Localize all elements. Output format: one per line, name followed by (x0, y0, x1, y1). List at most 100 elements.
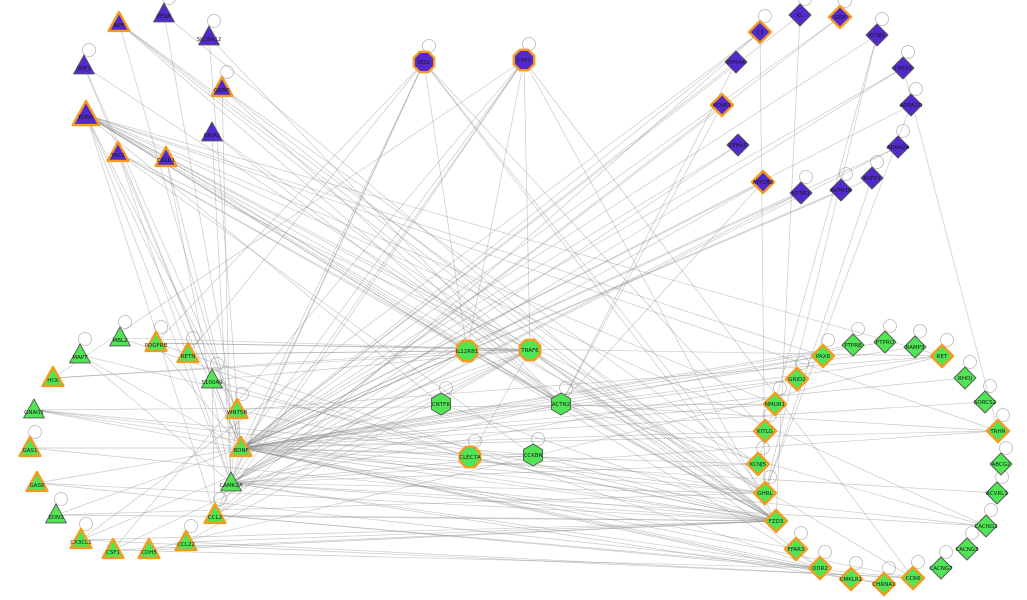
node-kl[interactable]: KL (788, 3, 812, 27)
edge (230, 104, 723, 484)
triangle-node-shape (71, 99, 101, 127)
edge (85, 114, 238, 411)
node-retn[interactable]: RETN (176, 341, 200, 364)
node-adra2a[interactable]: ADRA2A (886, 135, 910, 159)
node-npy[interactable]: NPY (107, 10, 131, 33)
node-ret[interactable]: RET (929, 343, 955, 369)
node-il12rb1[interactable]: IL12RB1 (455, 339, 479, 363)
edge (117, 152, 531, 351)
node-tac1[interactable]: TAC1 (106, 140, 130, 163)
edge (240, 378, 798, 449)
node-gas1[interactable]: GAS1 (18, 435, 42, 458)
self-loop-edge (913, 324, 927, 338)
node-gria1[interactable]: GRIA1 (201, 121, 223, 142)
node-wif1[interactable]: WIF1 (73, 54, 95, 75)
node-ptprb[interactable]: PTPRB (841, 333, 865, 357)
edge (230, 463, 759, 484)
node-kcnb1[interactable]: KCNB1 (709, 92, 735, 118)
node-irs1[interactable]: IRS1 (412, 50, 436, 74)
edge (902, 67, 999, 432)
self-loop-edge (883, 319, 897, 333)
node-calb1[interactable]: CALB1 (154, 145, 178, 168)
node-gnao1[interactable]: GNAO1 (23, 398, 45, 419)
edge (155, 342, 943, 357)
node-edn3[interactable]: EDN3 (45, 503, 67, 524)
edge (52, 350, 468, 379)
self-loop-edge (78, 332, 92, 346)
node-pax8[interactable]: PAX8 (810, 343, 836, 369)
triangle-node-shape (203, 502, 227, 525)
edge (230, 482, 821, 569)
triangle-node-shape (101, 537, 125, 560)
node-ccl22[interactable]: CCL22 (174, 529, 198, 552)
edge (230, 192, 802, 484)
node-grm5[interactable]: GRM5 (210, 75, 234, 98)
node-cx3cl1[interactable]: CX3CL1 (69, 527, 93, 550)
node-kcnj6[interactable]: KCNJ6 (865, 23, 889, 47)
node-trpv1[interactable]: TRPV1 (891, 56, 915, 80)
edge (523, 59, 531, 351)
edge (240, 447, 914, 579)
node-mbl2[interactable]: MBL2 (109, 326, 131, 347)
triangle-node-shape (174, 529, 198, 552)
edge (230, 144, 739, 484)
node-traf6[interactable]: TRAF6 (518, 338, 542, 362)
node-abcg2[interactable]: ABCG2 (989, 452, 1013, 476)
node-cmklr1[interactable]: CMKLR1 (838, 566, 864, 592)
node-slc6a12[interactable]: SLC6A12 (197, 25, 222, 46)
diamond-node-shape (752, 418, 778, 444)
edge (148, 520, 777, 551)
node-ntsr1[interactable]: NTSR1 (789, 181, 813, 205)
edge (230, 430, 999, 484)
node-ddr2[interactable]: DDR2 (807, 555, 833, 581)
edge (118, 22, 242, 449)
triangle-node-shape (18, 435, 42, 458)
node-grp[interactable]: GRP (827, 4, 853, 30)
self-loop-edge (875, 12, 889, 26)
node-nmur1[interactable]: NMUR1 (762, 391, 788, 417)
node-cacng7[interactable]: CACNG7 (929, 556, 953, 580)
node-clec7a[interactable]: CLEC7A (458, 445, 482, 469)
diamond-node-shape (985, 418, 1011, 444)
node-ccl2[interactable]: CCL2 (203, 502, 227, 525)
edge (83, 65, 238, 411)
node-epha4[interactable]: EPHA4 (724, 50, 748, 74)
hexagon-node-shape (431, 392, 451, 416)
node-trhr[interactable]: TRHR (985, 418, 1011, 444)
node-edn1[interactable]: EDN1 (71, 99, 101, 127)
node-atp2b2[interactable]: ATP2B2 (750, 169, 776, 195)
node-ccr6[interactable]: CCR6 (900, 565, 926, 591)
edge (240, 144, 739, 449)
node-epha5[interactable]: EPHA5 (726, 133, 750, 157)
edge (117, 152, 562, 405)
hexagon-node-shape (551, 392, 571, 416)
node-hck[interactable]: HCK (41, 365, 65, 388)
edge (240, 31, 761, 449)
node-adra1d[interactable]: ADRA1D (899, 93, 923, 117)
self-loop-edge (79, 517, 93, 531)
edge (560, 403, 777, 522)
octagon-node-shape (455, 339, 479, 363)
node-ramp3[interactable]: RAMP3 (903, 335, 927, 359)
self-loop-edge (531, 432, 545, 446)
self-loop-edge (207, 14, 221, 28)
node-penk[interactable]: PENK (153, 2, 175, 23)
diamond-node-shape (985, 481, 1009, 505)
node-mapt[interactable]: MAPT (69, 343, 91, 364)
diamond-node-shape (865, 23, 889, 47)
node-ptpro[interactable]: PTPRO (873, 330, 897, 354)
self-loop-edge (839, 167, 853, 181)
node-csf2[interactable]: CSF2 (512, 48, 536, 72)
node-avpr1b[interactable]: AVPR1B (829, 178, 853, 202)
self-loop-edge (235, 387, 249, 401)
node-kitlg[interactable]: KITLG (752, 418, 778, 444)
octagon-node-shape (412, 50, 436, 74)
node-acvrl1[interactable]: ACVRL1 (985, 481, 1009, 505)
node-cacng2[interactable]: CACNG2 (974, 514, 998, 538)
edge (230, 59, 525, 484)
node-cacng3[interactable]: CACNG3 (955, 537, 979, 561)
node-rhoj[interactable]: RHOJ (953, 366, 977, 390)
node-rxfp1[interactable]: RXFP1 (860, 166, 884, 190)
